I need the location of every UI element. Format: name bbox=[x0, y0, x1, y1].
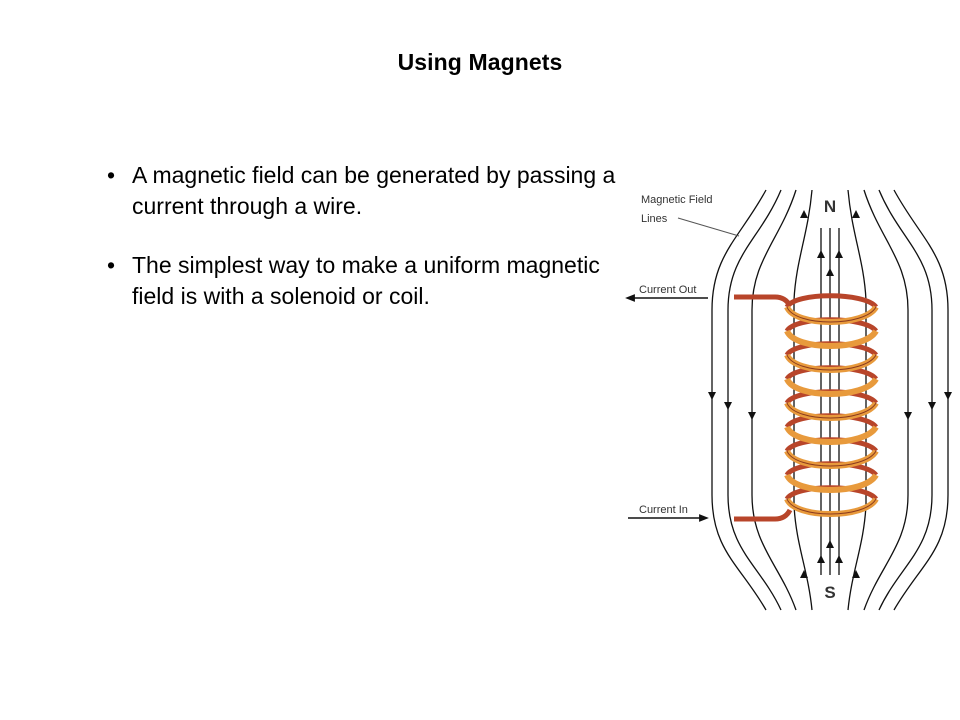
coil-front-outline bbox=[786, 306, 877, 515]
bullet-list: A magnetic field can be generated by pas… bbox=[106, 160, 626, 340]
field-lines-leader bbox=[677, 217, 740, 237]
label-north: N bbox=[824, 197, 836, 216]
coil-front bbox=[784, 305, 879, 517]
north-label-bg bbox=[816, 191, 844, 219]
coil-leads bbox=[734, 294, 793, 522]
label-south: S bbox=[824, 583, 835, 602]
label-magnetic-field: Magnetic Field bbox=[641, 194, 713, 206]
current-arrows bbox=[625, 294, 709, 522]
bullet-item: The simplest way to make a uniform magne… bbox=[106, 250, 626, 312]
label-current-out: Current Out bbox=[639, 284, 696, 296]
south-label-bg bbox=[816, 578, 844, 606]
label-current-in: Current In bbox=[639, 504, 688, 516]
label-lines: Lines bbox=[641, 213, 668, 225]
solenoid-diagram: Magnetic Field Lines Current Out Current… bbox=[625, 189, 952, 611]
bullet-item: A magnetic field can be generated by pas… bbox=[106, 160, 626, 222]
field-direction-arrows bbox=[708, 210, 952, 578]
magnetic-field-lines bbox=[711, 189, 949, 611]
slide-title: Using Magnets bbox=[397, 49, 563, 75]
